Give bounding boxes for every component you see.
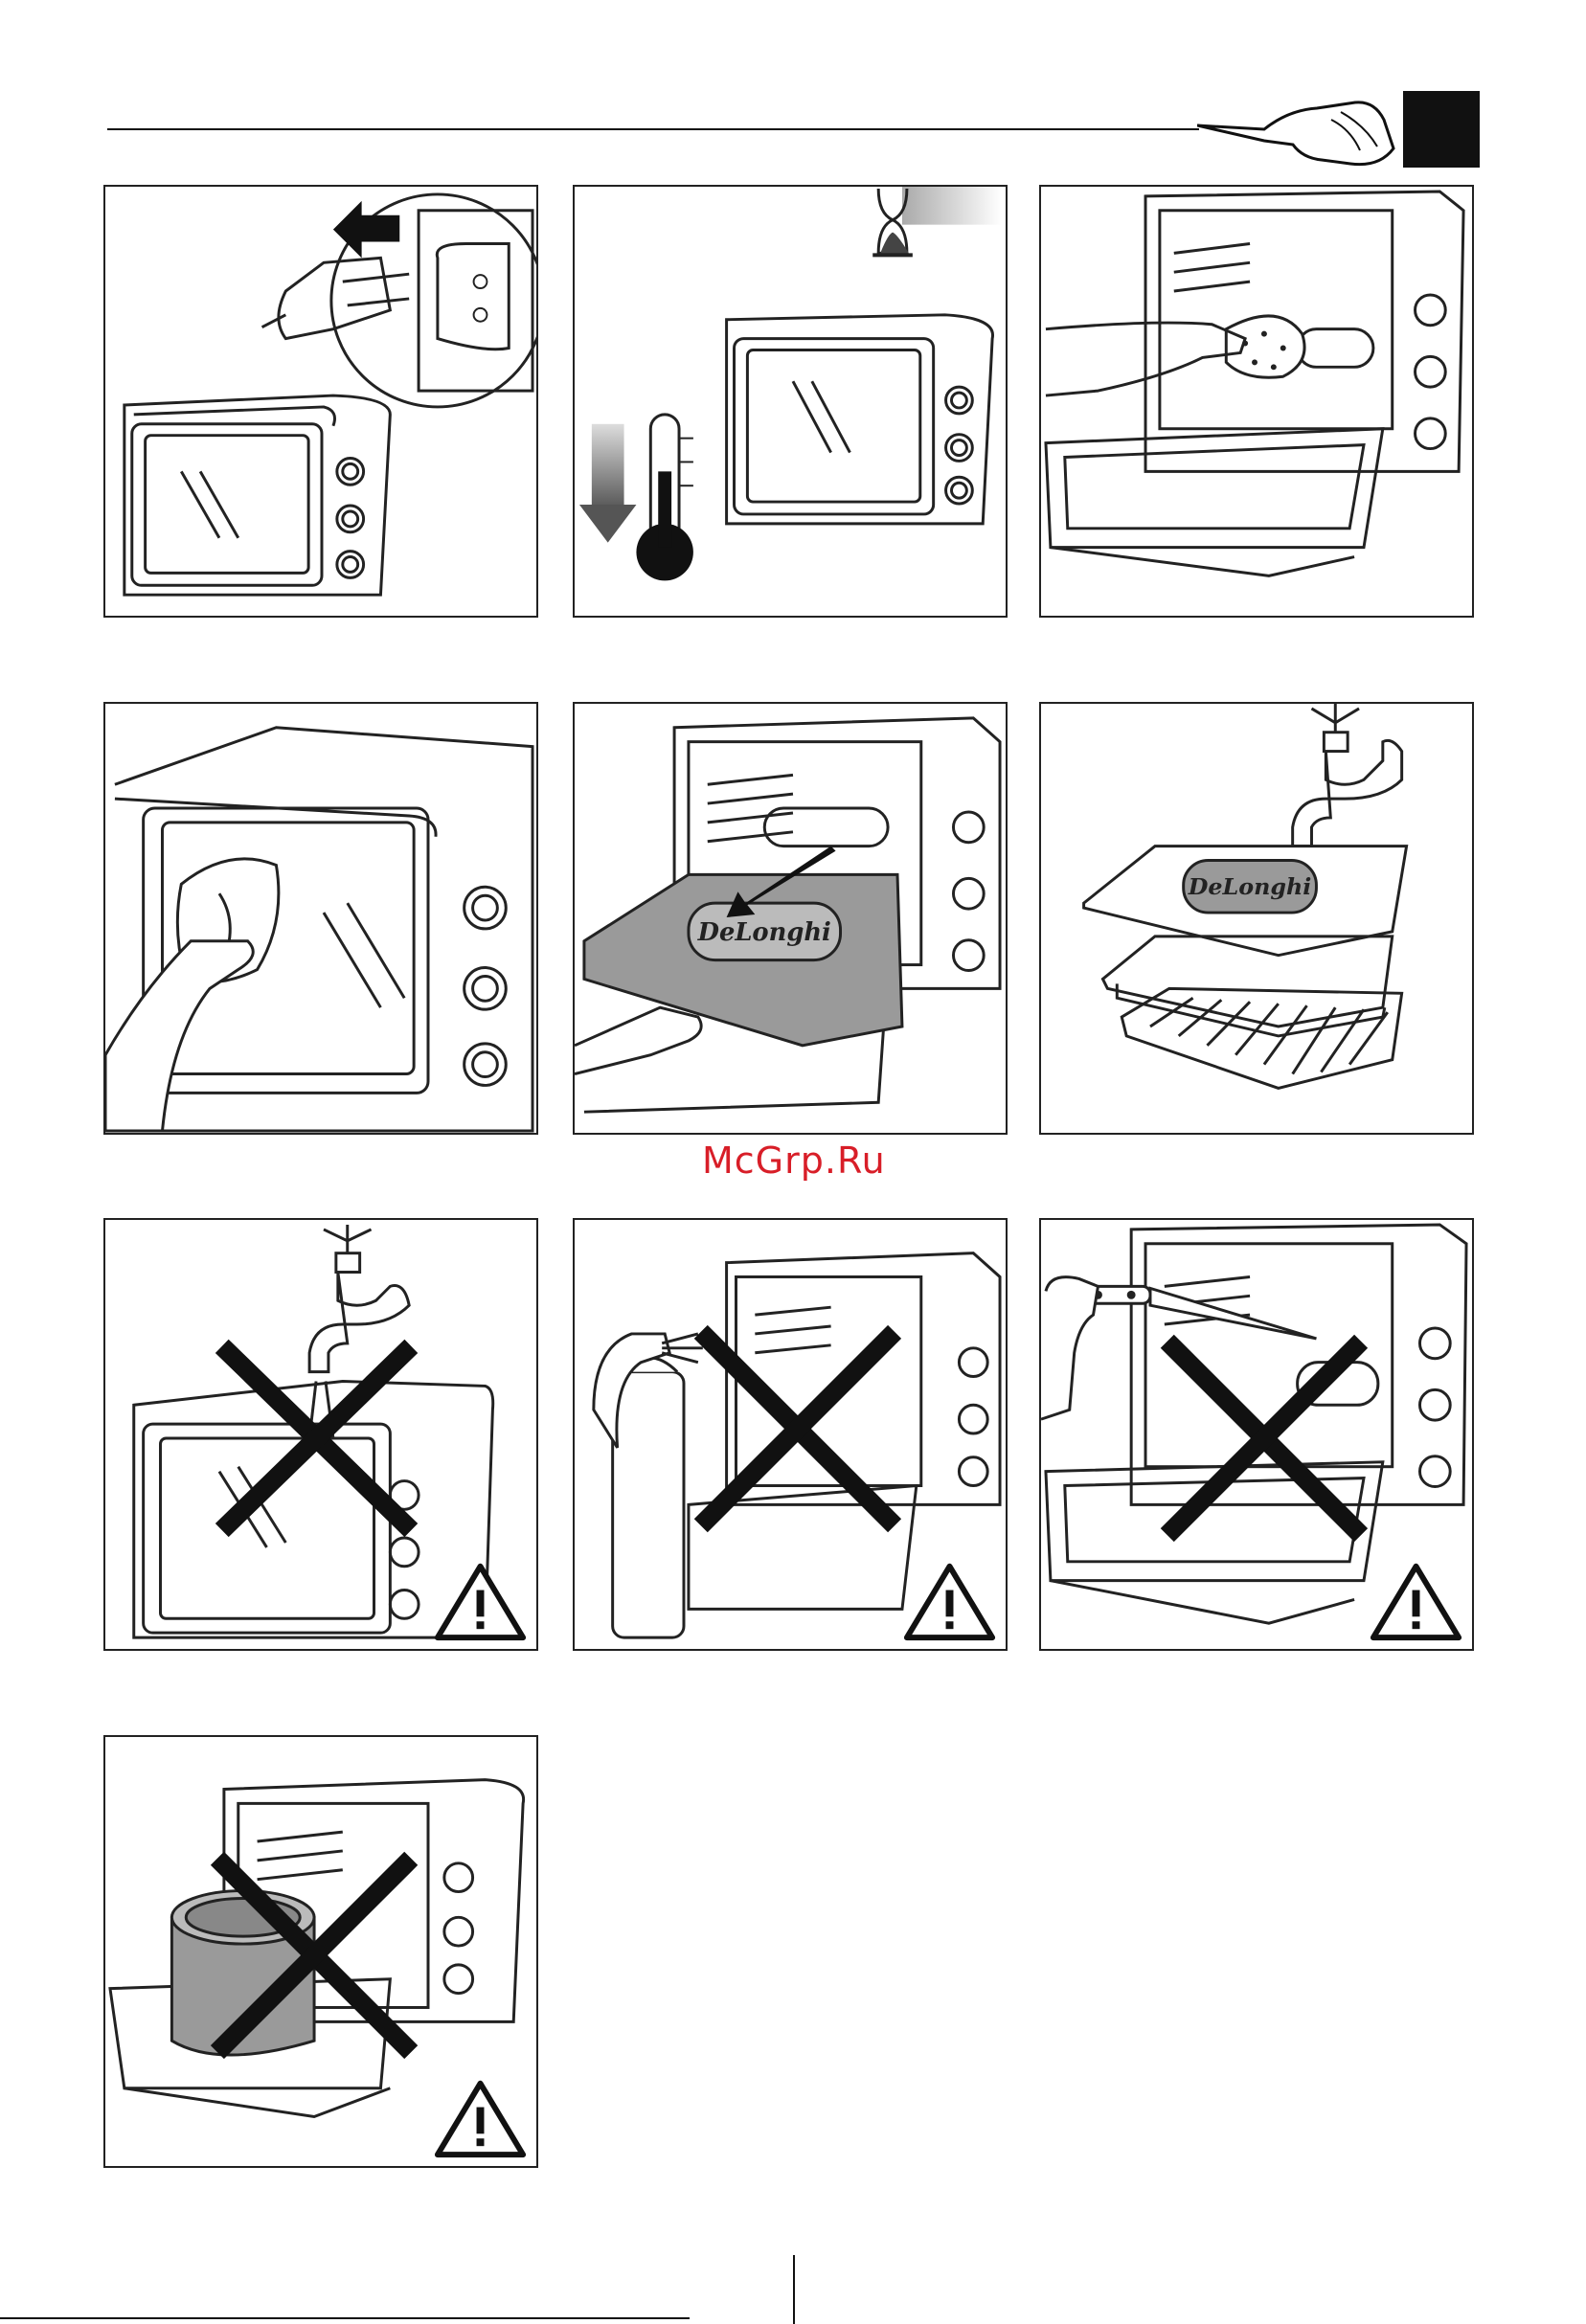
unplug-icon — [262, 194, 536, 407]
baking-tray-icon — [1102, 936, 1392, 1036]
brand-logo: DeLonghi — [1188, 873, 1312, 900]
panel-no-water-on-oven — [103, 1218, 538, 1651]
panel-unplug — [103, 185, 538, 618]
warning-icon — [438, 2084, 523, 2155]
sponge-icon — [1046, 316, 1304, 395]
cross-icon — [1174, 1348, 1354, 1528]
thermometer-icon — [636, 415, 692, 580]
open-oven-illustration — [689, 1253, 1000, 1610]
panel-no-pots-on-door — [103, 1735, 538, 2168]
panel-wash-accessories: DeLonghi — [1039, 702, 1474, 1135]
hourglass-icon — [872, 187, 1002, 255]
crumb-tray-icon: DeLonghi — [584, 846, 902, 1046]
oven-illustration — [727, 315, 993, 524]
cleaning-hand-icon — [1197, 91, 1398, 177]
oven-illustration — [134, 1381, 493, 1637]
cloth-icon — [105, 859, 279, 1131]
section-marker — [1403, 91, 1480, 168]
header-rule — [107, 128, 1199, 130]
wire-rack-icon — [1122, 988, 1401, 1088]
watermark: McGrp.Ru — [702, 1139, 886, 1182]
brand-logo: DeLonghi — [697, 918, 831, 947]
warning-icon — [1373, 1567, 1459, 1637]
footer-rule — [0, 2317, 690, 2319]
warning-icon — [907, 1567, 992, 1637]
crumb-tray-icon: DeLonghi — [1084, 846, 1407, 956]
panel-no-sharp-objects — [1039, 1218, 1474, 1651]
page-tick — [793, 2255, 795, 2324]
spray-can-icon — [594, 1334, 703, 1637]
panel-remove-tray: DeLonghi — [573, 702, 1008, 1135]
warning-icon — [438, 1567, 523, 1637]
panel-wipe-door — [103, 702, 538, 1135]
hand-icon — [575, 1007, 701, 1073]
panel-cool-down — [573, 185, 1008, 618]
open-oven-illustration — [1046, 192, 1463, 575]
arrow-down-icon — [579, 424, 636, 543]
oven-illustration — [125, 395, 391, 595]
panel-no-spray-cleaner — [573, 1218, 1008, 1651]
panel-wipe-interior — [1039, 185, 1474, 618]
